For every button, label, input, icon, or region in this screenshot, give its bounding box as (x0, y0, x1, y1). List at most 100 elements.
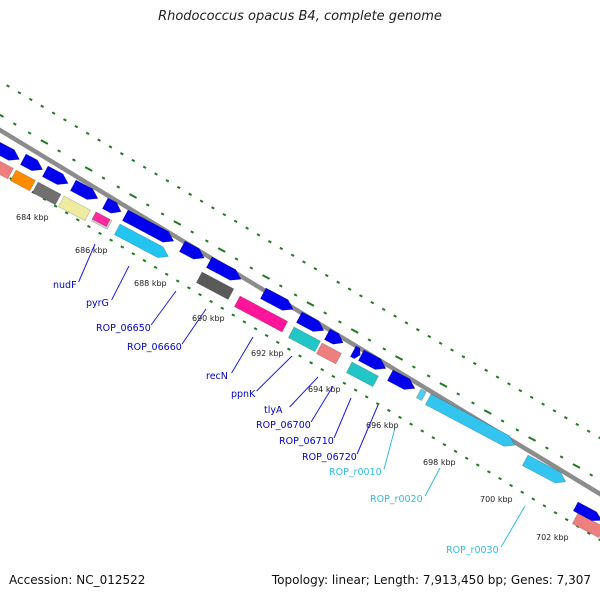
minor-tick (293, 293, 298, 297)
minor-tick (313, 267, 318, 271)
minor-tick (509, 483, 513, 488)
minor-tick (75, 218, 80, 222)
leader-line (231, 336, 254, 374)
leader-line (500, 505, 526, 548)
minor-tick (175, 279, 180, 283)
scale-tick-label: 686 kbp (75, 246, 108, 255)
minor-tick (398, 415, 402, 419)
minor-tick (411, 365, 416, 369)
minor-tick (336, 280, 341, 284)
minor-tick (40, 104, 45, 108)
major-tick (0, 113, 5, 118)
minor-tick (176, 185, 181, 190)
minor-tick (331, 374, 336, 379)
minor-tick (338, 320, 342, 324)
minor-tick (353, 388, 358, 392)
major-tick (528, 436, 537, 442)
scale-tick-label: 684 kbp (16, 213, 49, 222)
major-tick (395, 355, 404, 361)
minor-tick (119, 152, 124, 156)
gene-arrow (121, 209, 175, 243)
minor-tick (359, 294, 363, 298)
gene-label: ROP_r0020 (370, 494, 423, 505)
minor-tick (120, 245, 125, 249)
minor-tick (205, 239, 209, 243)
minor-tick (64, 211, 69, 215)
minor-tick (404, 321, 409, 325)
major-tick (129, 193, 138, 199)
minor-tick (364, 395, 369, 399)
minor-tick (542, 504, 547, 508)
minor-tick (382, 347, 387, 351)
gene-arrow (349, 345, 361, 360)
scale-tick-label: 688 kbp (134, 279, 167, 288)
scale-tick-label: 698 kbp (423, 458, 456, 467)
gene-arrow (386, 369, 416, 390)
minor-tick (427, 334, 432, 339)
major-tick (262, 274, 271, 280)
gene-arrow (69, 179, 99, 200)
minor-tick (101, 176, 106, 180)
gene-label: ROP_r0010 (329, 467, 382, 478)
minor-tick (231, 313, 236, 317)
gene-arrow (101, 197, 122, 214)
gene-arrow (19, 153, 44, 172)
minor-tick (393, 314, 397, 318)
minor-tick (6, 84, 10, 88)
scale-tick-label: 702 kbp (536, 533, 569, 542)
minor-tick (131, 158, 136, 163)
scale-tick-label: 700 kbp (480, 495, 513, 504)
minor-tick (164, 272, 169, 276)
minor-tick (154, 172, 158, 176)
minor-tick (298, 354, 302, 358)
minor-tick (209, 299, 213, 304)
minor-tick (253, 327, 258, 331)
minor-tick (415, 328, 420, 332)
leaders-layer (78, 243, 526, 548)
minor-tick (74, 124, 79, 129)
minor-tick (98, 231, 102, 235)
gene-box (9, 169, 36, 192)
gene-box (315, 342, 342, 365)
gene-box (195, 271, 235, 300)
minor-tick (116, 185, 121, 189)
gene-label: pyrG (86, 298, 109, 309)
minor-tick (442, 442, 447, 447)
minor-tick (287, 347, 291, 351)
minor-tick (267, 240, 272, 244)
minor-tick (199, 199, 204, 203)
minor-tick (51, 111, 56, 115)
major-tick (173, 220, 182, 226)
minor-tick (464, 456, 469, 460)
minor-tick (190, 230, 195, 234)
minor-tick (233, 219, 238, 224)
minor-tick (544, 446, 549, 450)
minor-tick (142, 165, 147, 169)
gene-box (0, 160, 14, 180)
minor-tick (375, 402, 380, 406)
gene-label: ppnK (231, 389, 256, 400)
genome-title: Rhodococcus opacus B4, complete genome (158, 9, 442, 24)
gene-arrow (259, 287, 294, 311)
leader-line (181, 308, 207, 345)
leader-line (256, 355, 293, 392)
minor-tick (27, 131, 32, 135)
leader-line (356, 404, 379, 455)
leader-line (150, 290, 177, 326)
minor-tick (420, 429, 425, 433)
gene-box (345, 361, 379, 388)
outer-tick-row-2 (0, 113, 594, 477)
gene-arrow (205, 256, 242, 281)
ticks-layer (0, 84, 600, 542)
minor-tick (131, 252, 136, 256)
scale-tick-label: 696 kbp (366, 421, 399, 430)
minor-tick (426, 374, 431, 378)
scale-tick-label: 690 kbp (192, 314, 225, 323)
minor-tick (12, 122, 17, 126)
minor-tick (165, 179, 170, 183)
gene-label: nudF (53, 280, 77, 291)
gene-label: ROP_06650 (96, 323, 151, 334)
minor-tick (598, 538, 600, 542)
minor-tick (438, 341, 443, 345)
